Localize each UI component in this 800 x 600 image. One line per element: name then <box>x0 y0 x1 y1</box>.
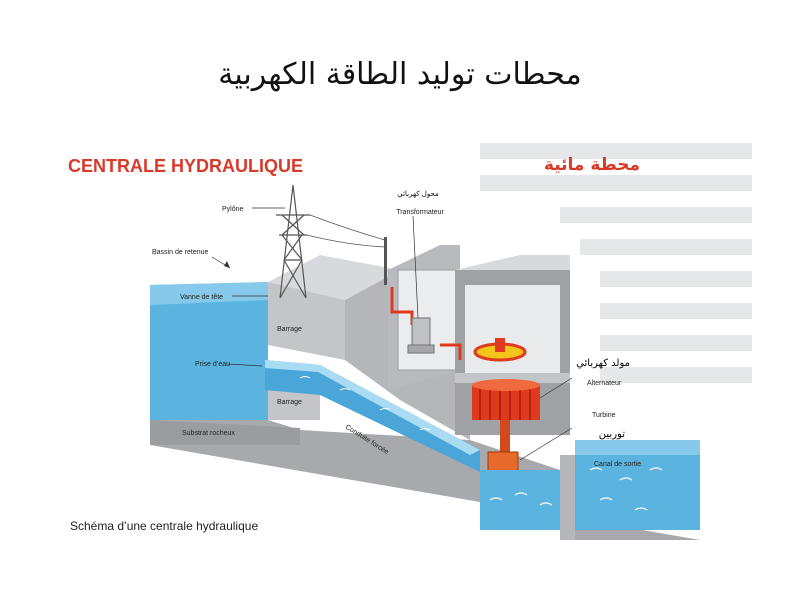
generator-house-roof <box>455 255 570 270</box>
label-transfo-fr: Transformateur <box>396 209 444 216</box>
bedrock-face <box>150 420 300 445</box>
canal-wall <box>560 455 575 540</box>
background-stripes <box>480 143 752 383</box>
heading-fr: CENTRALE HYDRAULIQUE <box>68 156 303 176</box>
label-barrage-top: Barrage <box>277 326 302 333</box>
generator-house-inner <box>465 285 560 375</box>
label-substrat: Substrat rocheux <box>182 430 235 437</box>
label-turbine-ar: توربين <box>599 429 625 440</box>
label-pylone: Pylône <box>222 206 244 213</box>
label-alternateur-fr: Alternateur <box>587 380 622 387</box>
tailrace-surface <box>575 440 700 455</box>
label-bassin: Bassin de retenue <box>152 249 209 256</box>
line-post <box>384 237 387 285</box>
penstock-highlight <box>265 360 480 455</box>
power-lines <box>306 214 386 248</box>
penstock <box>265 360 480 472</box>
label-transfo-ar: محول كهربائي <box>397 190 439 198</box>
dam-front <box>268 282 345 360</box>
label-canal: Canal de sortie <box>594 461 641 468</box>
heading-ar: محطة مائية <box>544 155 640 175</box>
red-cable-2 <box>440 343 462 360</box>
tailrace-water <box>480 440 700 530</box>
reservoir-water <box>150 282 268 420</box>
turbine-shaft <box>500 420 510 455</box>
pylon-icon <box>276 184 310 299</box>
label-vanne: Vanne de tête <box>180 294 223 301</box>
floor-slab <box>455 373 570 383</box>
figure-caption: Schéma d’une centrale hydraulique <box>70 519 258 533</box>
water-waves <box>489 467 663 511</box>
label-barrage-bottom: Barrage <box>277 399 302 406</box>
bedrock <box>150 420 700 540</box>
page-title: محطات توليد الطاقة الكهربية <box>218 57 581 92</box>
label-turbine-fr: Turbine <box>592 412 616 419</box>
reservoir-surface <box>150 282 268 305</box>
label-alternateur-ar: مولد كهربائي <box>576 358 630 369</box>
label-prise: Prise d’eau <box>195 361 230 368</box>
penstock-waves <box>299 376 431 431</box>
